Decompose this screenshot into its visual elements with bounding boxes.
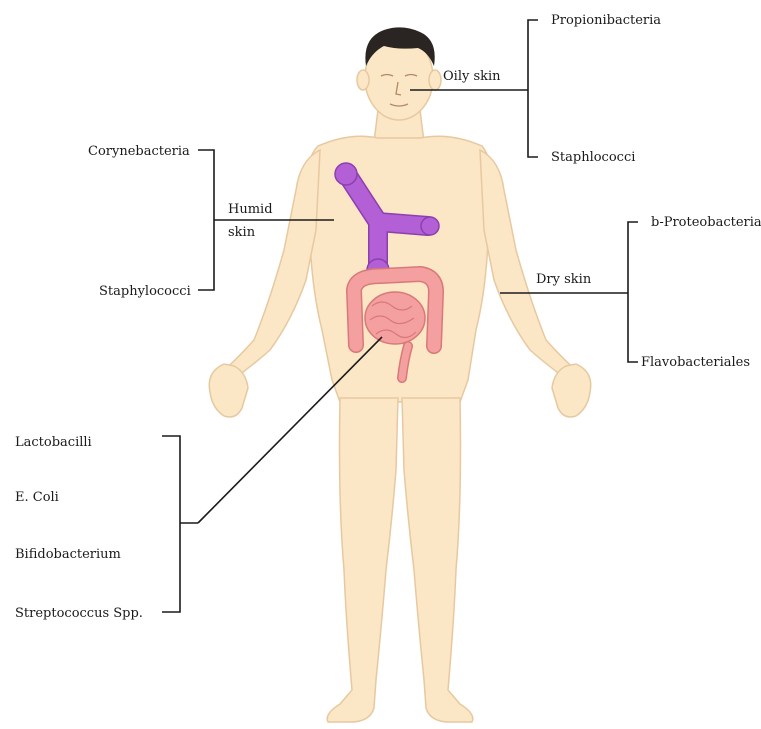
label-staphylococci: Staphylococci	[99, 284, 191, 299]
label-bifidobacterium: Bifidobacterium	[15, 547, 121, 562]
humid-skin-bracket	[198, 150, 214, 290]
label-lactobacilli: Lactobacilli	[15, 435, 92, 450]
label-dry-skin: Dry skin	[536, 272, 592, 287]
label-corynebacteria: Corynebacteria	[88, 144, 190, 159]
label-b-proteobacteria: b-Proteobacteria	[651, 215, 761, 230]
oily-skin-bracket	[528, 20, 538, 157]
label-e-coli: E. Coli	[15, 490, 59, 505]
label-streptococcus: Streptococcus Spp.	[15, 606, 143, 621]
gut-bracket	[162, 436, 180, 612]
label-flavobacteriales: Flavobacteriales	[641, 355, 750, 370]
label-propionibacteria: Propionibacteria	[551, 13, 661, 28]
label-humid-skin-line1: Humid	[228, 202, 273, 217]
label-humid-skin-line2: skin	[228, 225, 256, 240]
label-oily-skin: Oily skin	[443, 69, 501, 84]
dry-skin-bracket	[628, 222, 638, 362]
label-staphlococci: Staphlococci	[551, 150, 635, 165]
